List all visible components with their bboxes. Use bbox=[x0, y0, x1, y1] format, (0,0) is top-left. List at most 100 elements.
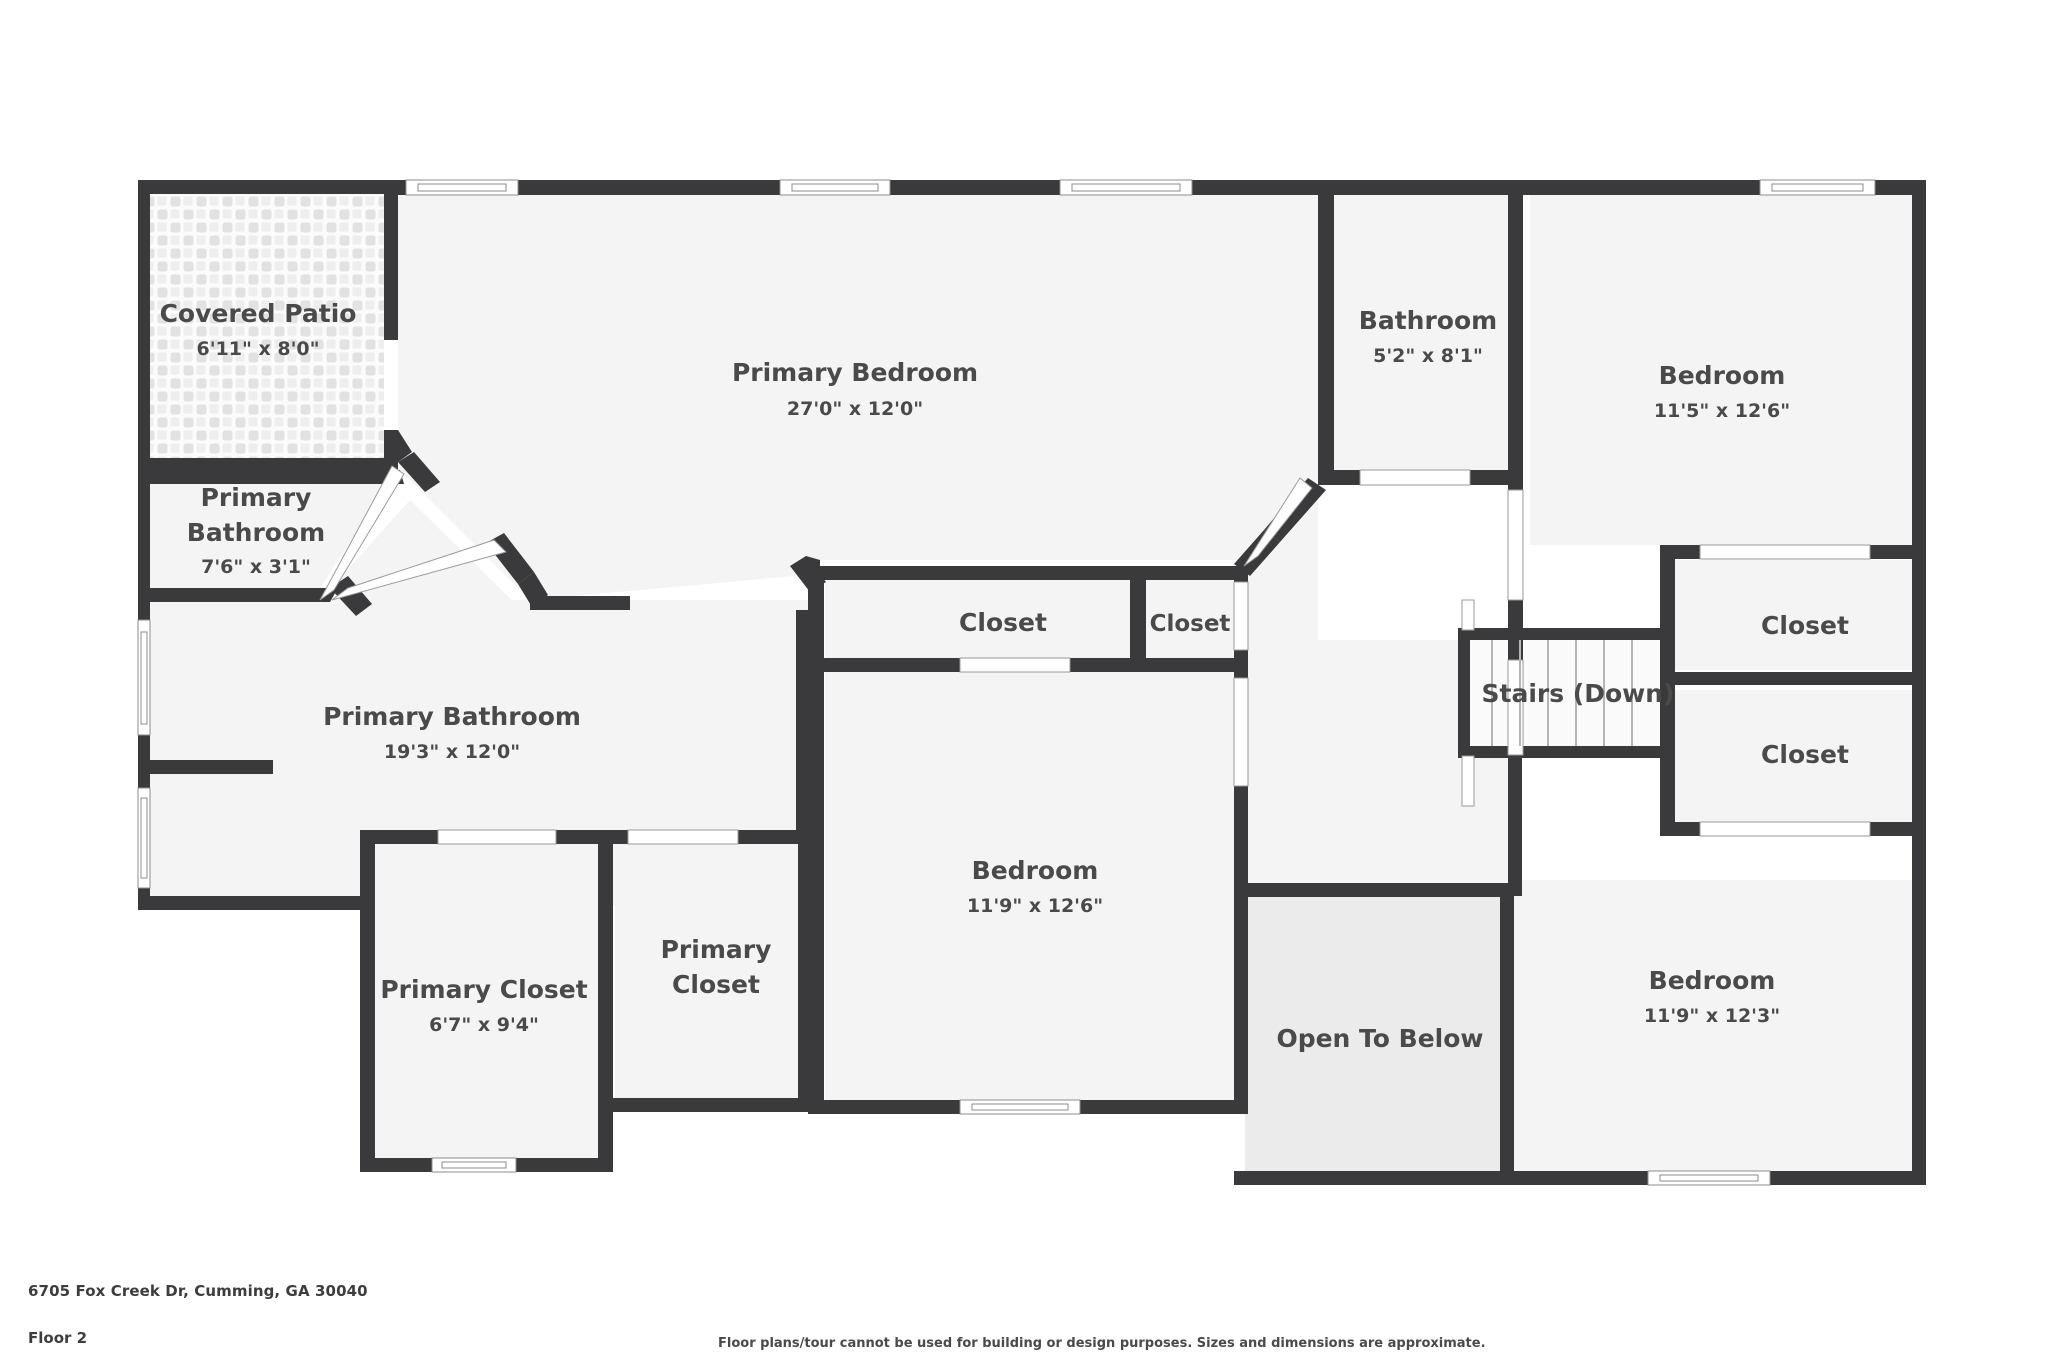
room-fill-bedroom-ur bbox=[1530, 185, 1920, 545]
room-fill-stairs bbox=[1467, 635, 1662, 750]
room-fill-closet-cl bbox=[825, 578, 1130, 660]
wall-patio-top bbox=[138, 180, 396, 194]
wall-pbath-bottom bbox=[138, 896, 373, 910]
window-left-1 bbox=[137, 619, 151, 736]
wall-closet-c-top bbox=[808, 566, 1248, 580]
label-primary-bath-sm-line2: Bathroom bbox=[187, 518, 325, 547]
door-closet-cr-vert bbox=[1233, 581, 1249, 651]
wall-stairs-left bbox=[1458, 628, 1470, 758]
room-fill-open-to-below bbox=[1245, 890, 1507, 1183]
window-top-3 bbox=[1059, 179, 1193, 196]
door-stairs-top bbox=[1461, 599, 1475, 631]
property-address: 6705 Fox Creek Dr, Cumming, GA 30040 bbox=[28, 1282, 368, 1300]
wall-bath-right bbox=[1508, 188, 1523, 488]
wall-pc2-bottom bbox=[598, 1098, 812, 1112]
door-closet-c bbox=[959, 657, 1071, 673]
label-primary-closet-1-name: Primary Closet bbox=[380, 975, 587, 1004]
door-angled-left bbox=[331, 539, 507, 601]
room-labels: Covered Patio 6'11" x 8'0" Primary Bedro… bbox=[160, 299, 1849, 1053]
label-closet-right-upper: Closet bbox=[1761, 611, 1849, 640]
wall-closet-c-left bbox=[808, 566, 824, 676]
label-primary-bath-sm-dim: 7'6" x 3'1" bbox=[201, 556, 311, 578]
wall-pb-bottom-left bbox=[530, 596, 630, 610]
wall-stairs-top bbox=[1458, 628, 1670, 640]
room-fill-center-hall bbox=[1245, 490, 1510, 890]
room-fill-closet-rl bbox=[1675, 690, 1920, 825]
label-primary-bedroom-name: Primary Bedroom bbox=[732, 358, 978, 387]
wall-bath-top bbox=[1326, 180, 1516, 195]
label-primary-bath-sm-line1: Primary bbox=[201, 483, 312, 512]
door-closet-ru bbox=[1699, 544, 1871, 560]
wall-pbath-stub bbox=[138, 760, 273, 774]
wall-patio-bottom bbox=[138, 458, 398, 472]
room-fill-covered-patio bbox=[140, 180, 395, 465]
wall-patio-right-upper bbox=[384, 180, 398, 340]
window-pc1-bottom bbox=[431, 1157, 517, 1173]
label-bathroom-dim: 5'2" x 8'1" bbox=[1373, 345, 1483, 367]
room-fill-primary-bath-small bbox=[150, 480, 390, 588]
room-fill-bedroom-center bbox=[825, 672, 1245, 1102]
label-bedroom-lr-dim: 11'9" x 12'3" bbox=[1644, 1005, 1780, 1027]
label-stairs: Stairs (Down) bbox=[1482, 679, 1675, 708]
wall-otb-right bbox=[1500, 883, 1514, 1183]
wall-pb-bath-divider bbox=[1318, 188, 1334, 483]
wall-otb-bottom bbox=[1234, 1171, 1514, 1185]
wall-pbs-top bbox=[138, 470, 318, 484]
label-bedroom-center-name: Bedroom bbox=[972, 856, 1099, 885]
window-bdlr-bottom bbox=[1647, 1170, 1771, 1186]
label-bedroom-center-dim: 11'9" x 12'6" bbox=[967, 895, 1103, 917]
wall-pc1-left bbox=[360, 830, 375, 1170]
label-covered-patio-name: Covered Patio bbox=[160, 299, 357, 328]
wall-angle-b bbox=[398, 452, 440, 492]
wall-pbath-right bbox=[796, 610, 810, 840]
wall-pc2-right bbox=[798, 830, 812, 1110]
wall-closet-divider bbox=[1660, 672, 1922, 685]
window-top-4 bbox=[1759, 179, 1876, 196]
wall-angle-a bbox=[384, 430, 412, 462]
room-fill-closet-ru bbox=[1675, 560, 1920, 670]
door-angled-pbs bbox=[319, 465, 405, 601]
wall-stairs-bottom bbox=[1458, 746, 1670, 758]
window-top-2 bbox=[779, 179, 891, 196]
stair-treads bbox=[1491, 640, 1633, 746]
label-open-to-below: Open To Below bbox=[1276, 1024, 1483, 1053]
door-bdc-right-vert bbox=[1233, 677, 1249, 787]
door-bathroom-bottom bbox=[1359, 469, 1471, 486]
room-fill-closet-cr bbox=[1145, 578, 1245, 660]
room-fill-primary-bedroom bbox=[395, 185, 1318, 600]
room-fills bbox=[140, 180, 1920, 1185]
window-left-2 bbox=[137, 787, 151, 889]
room-fill-bedroom-lr bbox=[1510, 880, 1920, 1185]
label-bathroom-name: Bathroom bbox=[1359, 306, 1497, 335]
door-pc1-top bbox=[437, 829, 557, 845]
label-closet-right-lower: Closet bbox=[1761, 740, 1849, 769]
wall-pc1-right bbox=[598, 830, 613, 1170]
wall-angle-c bbox=[330, 576, 372, 616]
wall-pbs-left bbox=[138, 470, 150, 600]
label-primary-closet-1-dim: 6'7" x 9'4" bbox=[429, 1014, 539, 1036]
label-primary-closet-2-line2: Closet bbox=[672, 970, 760, 999]
room-fill-bathroom bbox=[1333, 185, 1508, 473]
label-bedroom-ur-dim: 11'5" x 12'6" bbox=[1654, 400, 1790, 422]
door-closet-rl bbox=[1699, 821, 1871, 837]
floor-label: Floor 2 bbox=[28, 1329, 88, 1347]
label-closet-center-left: Closet bbox=[959, 608, 1047, 637]
wall-otb-top bbox=[1234, 883, 1514, 897]
door-hall-vert-1 bbox=[1507, 489, 1524, 601]
label-covered-patio-dim: 6'11" x 8'0" bbox=[196, 338, 319, 360]
label-primary-bedroom-dim: 27'0" x 12'0" bbox=[787, 398, 923, 420]
room-fill-primary-closet-2 bbox=[615, 838, 810, 1108]
window-bdc-bottom bbox=[959, 1099, 1081, 1115]
room-fill-primary-closet-1 bbox=[368, 838, 608, 1168]
label-primary-bathroom-dim: 19'3" x 12'0" bbox=[384, 741, 520, 763]
label-primary-closet-2-line1: Primary bbox=[661, 935, 772, 964]
label-bedroom-ur-name: Bedroom bbox=[1659, 361, 1786, 390]
door-patio-opening bbox=[384, 340, 398, 430]
wall-pc-top bbox=[360, 830, 812, 844]
window-top-1 bbox=[405, 179, 519, 196]
label-closet-center-right: Closet bbox=[1150, 611, 1231, 637]
wall-pbs-top-angled bbox=[300, 470, 404, 484]
label-bedroom-lr-name: Bedroom bbox=[1649, 966, 1776, 995]
